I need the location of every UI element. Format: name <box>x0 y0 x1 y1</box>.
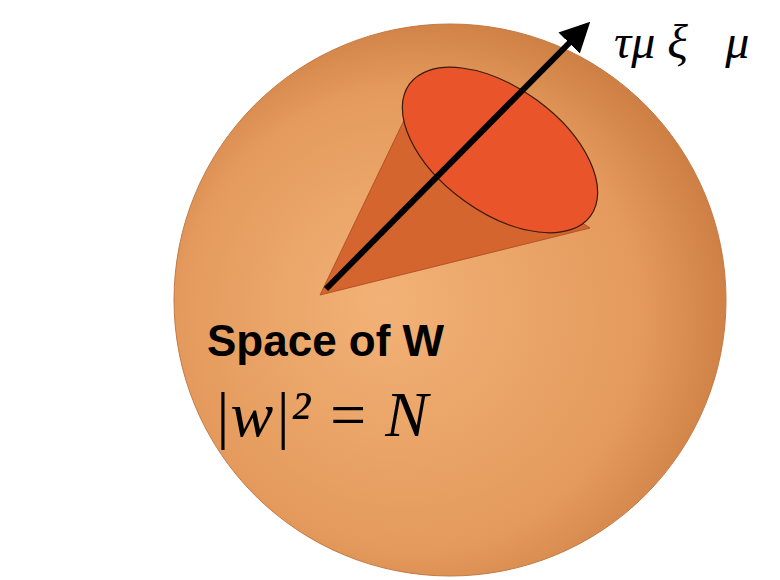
region-title: Space of W <box>207 319 444 363</box>
cone-cap <box>373 34 627 266</box>
direction-arrow <box>326 26 586 289</box>
sphere <box>174 24 726 576</box>
sphere-illustration <box>173 23 727 577</box>
sphere-region: Space of W |w|² = N <box>173 23 727 577</box>
vector-label: τμ ξ⃗μ <box>614 18 749 66</box>
constraint-equation: |w|² = N <box>213 383 428 447</box>
